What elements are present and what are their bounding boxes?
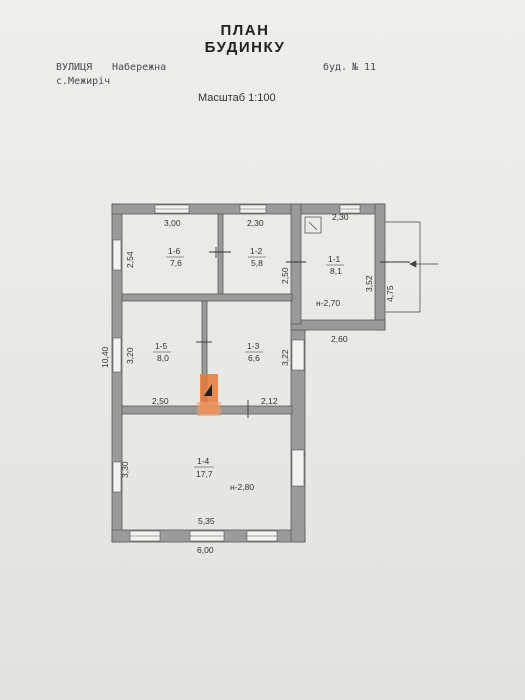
- entrance-arrow-head: [409, 260, 417, 268]
- doors: [196, 247, 410, 418]
- dim-porch-outer-height: 4,75: [385, 285, 395, 302]
- porch-outline: [385, 221, 421, 313]
- dim-left-top-height: 2,54: [125, 251, 135, 268]
- dim-corridor-width-right: 2,12: [261, 396, 278, 406]
- title-line-2: БУДИНКУ: [204, 39, 286, 56]
- building-label: буд.: [323, 62, 348, 73]
- dim-right-mid-height: 3,22: [280, 349, 290, 366]
- room-1-4-area: 17,7: [196, 469, 213, 479]
- wall-between-rooms: [290, 203, 302, 325]
- dim-top-mid-width: 2,30: [247, 218, 264, 228]
- dim-top-left-width: 3,00: [164, 218, 181, 228]
- dim-left-bottom-height: 3,30: [120, 461, 130, 478]
- dim-overall-width: 6,00: [197, 545, 214, 555]
- window-left-3: [112, 461, 122, 493]
- stove: [197, 374, 221, 416]
- dim-porch-height: 3,52: [364, 275, 374, 292]
- street-label: ВУЛИЦЯ: [56, 62, 93, 73]
- stove-mark: [204, 384, 212, 396]
- title-line-1: ПЛАН: [220, 22, 270, 39]
- porch: [385, 221, 438, 313]
- building-number: № 11: [352, 62, 377, 73]
- room-1-1-height: н-2,70: [316, 298, 340, 308]
- room-1-5-area: 8,0: [157, 353, 169, 363]
- wall-1-6-1-2: [217, 213, 224, 295]
- window-right-2: [291, 449, 305, 487]
- boiler: [304, 216, 322, 234]
- room-1-4-id: 1-4: [197, 456, 210, 466]
- dim-ext-width: 2,60: [331, 334, 348, 344]
- wall-top-row: [121, 293, 293, 302]
- room-1-5: 1-5 8,0: [153, 341, 171, 363]
- room-1-3-area: 6,6: [248, 353, 260, 363]
- window-right-1: [291, 339, 305, 371]
- room-1-6-area: 7,6: [170, 258, 182, 268]
- dim-corridor-width: 2,50: [152, 396, 169, 406]
- window-left-1: [112, 239, 122, 271]
- street-value: Набережна: [112, 62, 167, 73]
- room-1-5-id: 1-5: [155, 341, 168, 351]
- document-title: ПЛАН БУДИНКУ: [180, 22, 310, 56]
- room-1-1-id: 1-1: [328, 254, 341, 264]
- dim-partition-height: 2,50: [280, 267, 290, 284]
- room-1-6: 1-6 7,6: [166, 246, 184, 268]
- dim-left-mid-height: 3,20: [125, 347, 135, 364]
- boiler-box: [304, 216, 322, 234]
- wall-right-upper: [374, 203, 386, 331]
- stove-glow: [197, 402, 221, 416]
- dim-overall-height: 10,40: [100, 346, 110, 368]
- room-1-4: 1-4 17,7 н-2,80: [194, 456, 254, 492]
- scale-label: Масштаб 1:100: [198, 92, 276, 104]
- room-1-2-id: 1-2: [250, 246, 263, 256]
- room-1-3: 1-3 6,6: [245, 341, 263, 363]
- dim-inner-bottom-width: 5,35: [198, 516, 215, 526]
- village-name: с.Межиріч: [56, 76, 111, 87]
- window-left-2: [112, 337, 122, 373]
- dim-top-right-width: 2,30: [332, 212, 349, 222]
- boiler-mark: [308, 221, 318, 231]
- room-1-4-height: н-2,80: [230, 482, 254, 492]
- room-1-1: 1-1 8,1 н-2,70: [316, 254, 344, 308]
- room-1-1-area: 8,1: [330, 266, 342, 276]
- room-1-2: 1-2 5,8: [248, 246, 266, 268]
- room-1-3-id: 1-3: [247, 341, 260, 351]
- room-1-2-area: 5,8: [251, 258, 263, 268]
- room-1-6-id: 1-6: [168, 246, 181, 256]
- windows: [112, 204, 361, 542]
- wall-ext-bottom: [290, 319, 386, 331]
